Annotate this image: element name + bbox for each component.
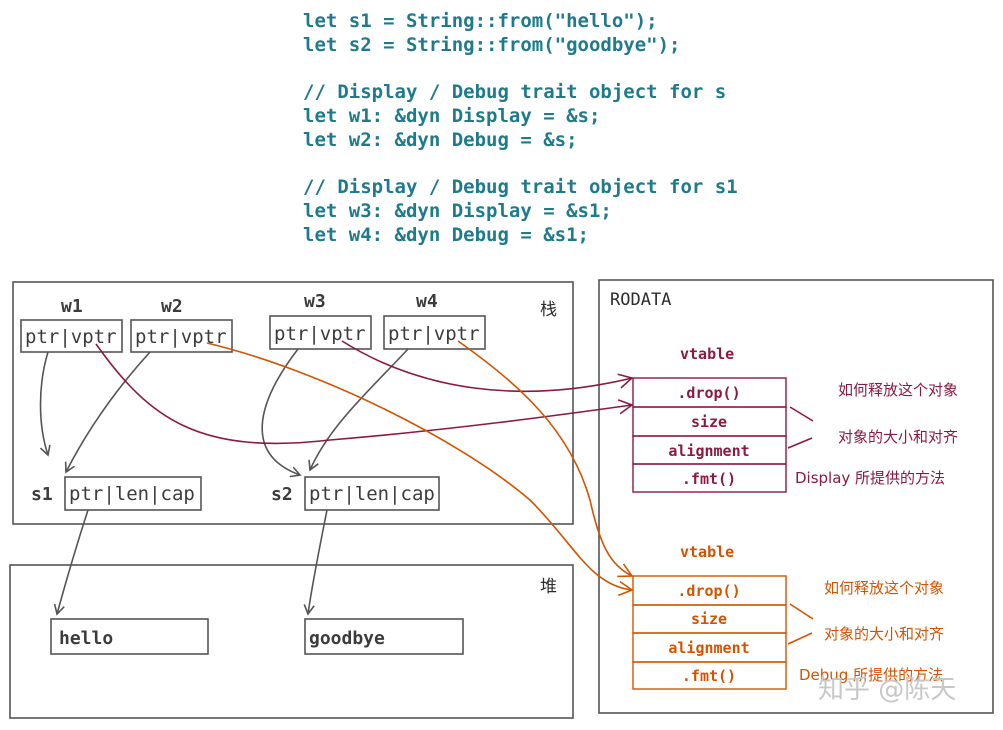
s1-cell: ptr|len|cap bbox=[69, 483, 195, 505]
s2-string-header bbox=[304, 476, 440, 511]
stack-frame bbox=[12, 281, 574, 525]
debug-vtable-title: vtable bbox=[680, 543, 734, 561]
debug-note-drop: 如何释放这个对象 bbox=[824, 579, 944, 597]
vtable-entry bbox=[632, 463, 787, 493]
display-note-connector bbox=[789, 406, 814, 422]
w4-fat-pointer bbox=[383, 315, 486, 350]
s2-heap-arrow bbox=[303, 509, 328, 616]
heap-title: 堆 bbox=[540, 577, 557, 597]
s2-label: s2 bbox=[271, 484, 293, 505]
w1-vptr-arrow bbox=[95, 343, 634, 445]
s1-label: s1 bbox=[31, 484, 53, 505]
debug-vtable: .drop() size alignment .fmt() bbox=[632, 575, 787, 690]
w1-ptr-arrow bbox=[39, 351, 51, 457]
code-line: let w3: &dyn Display = &s1; bbox=[303, 200, 612, 222]
vtable-entry bbox=[632, 661, 787, 690]
w4-vptr-arrow bbox=[457, 340, 634, 578]
heap-hello-box bbox=[50, 618, 209, 655]
display-vtable: .drop() size alignment .fmt() bbox=[632, 377, 787, 493]
vtable-entry-label: .fmt() bbox=[682, 470, 736, 488]
w1-label: w1 bbox=[61, 296, 83, 317]
display-note-fmt: Display 所提供的方法 bbox=[795, 469, 945, 487]
w3-label: w3 bbox=[304, 291, 326, 312]
vptr-arrows bbox=[95, 340, 634, 597]
heap-goodbye-value: goodbye bbox=[309, 628, 385, 649]
w4-label: w4 bbox=[416, 291, 438, 312]
debug-note-connector bbox=[789, 603, 814, 620]
w2-ptr-arrow bbox=[64, 351, 151, 474]
code-comment: // Display / Debug trait object for s1 bbox=[303, 176, 738, 198]
watermark: 知乎 @陈天 bbox=[818, 675, 956, 705]
heap-frame bbox=[9, 564, 574, 719]
code-line: let s2 = String::from("goodbye"); bbox=[303, 34, 681, 56]
w2-fat-pointer bbox=[130, 319, 233, 353]
rodata-title: RODATA bbox=[610, 290, 671, 310]
pointer-arrows bbox=[39, 348, 409, 616]
debug-note-size-align: 对象的大小和对齐 bbox=[824, 625, 944, 643]
code-line: let s1 = String::from("hello"); bbox=[303, 10, 658, 32]
vtable-entry-label: .drop() bbox=[677, 384, 740, 402]
heap-region: 堆 hello goodbye bbox=[9, 564, 574, 719]
w2-vptr-arrow bbox=[206, 342, 634, 597]
debug-note-connector bbox=[787, 632, 813, 645]
w3-fat-pointer bbox=[269, 315, 372, 350]
w3-cell: ptr|vptr bbox=[274, 323, 366, 345]
display-note-connector bbox=[787, 437, 813, 449]
rodata-frame bbox=[598, 279, 994, 714]
w2-label: w2 bbox=[161, 296, 183, 317]
w3-ptr-arrow bbox=[261, 348, 302, 478]
vtable-entry-label: .drop() bbox=[677, 582, 740, 600]
w3-vptr-arrow bbox=[341, 340, 634, 393]
heap-hello-value: hello bbox=[59, 628, 113, 649]
heap-goodbye-box bbox=[304, 618, 464, 655]
code-block: let s1 = String::from("hello"); let s2 =… bbox=[303, 10, 738, 246]
w4-ptr-arrow bbox=[308, 348, 409, 472]
w2-cell: ptr|vptr bbox=[135, 326, 227, 348]
stack-title: 栈 bbox=[540, 300, 557, 320]
code-line: let w2: &dyn Debug = &s; bbox=[303, 129, 578, 151]
w1-fat-pointer bbox=[20, 319, 123, 353]
w1-cell: ptr|vptr bbox=[25, 326, 117, 348]
vtable-entry-label: .fmt() bbox=[682, 667, 736, 685]
w4-cell: ptr|vptr bbox=[388, 323, 480, 345]
vtable-entry-label: size bbox=[691, 610, 727, 628]
s1-string-header bbox=[64, 476, 202, 511]
vtable-entry-label: alignment bbox=[668, 639, 749, 657]
vtable-entry-label: alignment bbox=[668, 442, 749, 460]
rodata-region: RODATA vtable .drop() size alignment .fm… bbox=[598, 279, 994, 714]
code-line: let w1: &dyn Display = &s; bbox=[303, 105, 600, 127]
display-vtable-title: vtable bbox=[680, 345, 734, 363]
vtable-entry-label: size bbox=[691, 413, 727, 431]
display-note-size-align: 对象的大小和对齐 bbox=[838, 428, 958, 446]
debug-note-fmt: Debug 所提供的方法 bbox=[799, 666, 943, 684]
s1-heap-arrow bbox=[53, 509, 89, 616]
code-comment: // Display / Debug trait object for s bbox=[303, 81, 726, 103]
s2-cell: ptr|len|cap bbox=[309, 483, 435, 505]
code-line: let w4: &dyn Debug = &s1; bbox=[303, 224, 589, 246]
stack-region: 栈 w1 ptr|vptr w2 ptr|vptr w3 ptr|vptr w4… bbox=[12, 281, 574, 525]
display-note-drop: 如何释放这个对象 bbox=[838, 381, 958, 399]
